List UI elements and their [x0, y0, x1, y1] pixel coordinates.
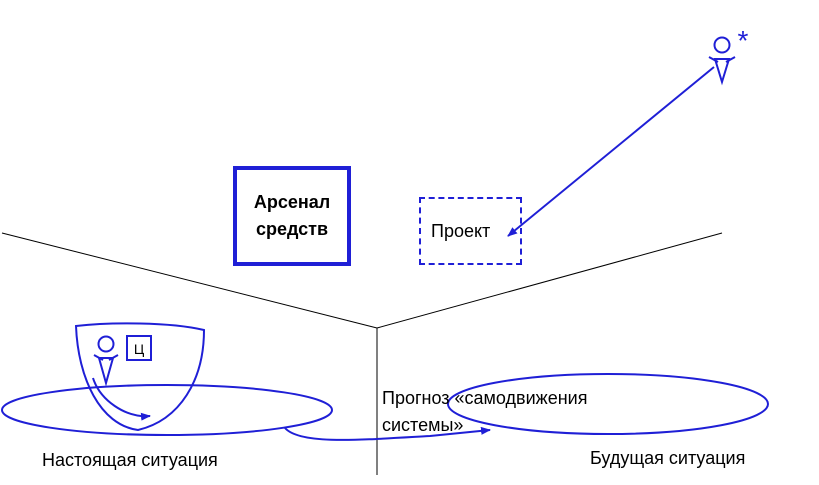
present-situation-ellipse [1, 384, 333, 436]
goal-mark-label: Ц [134, 341, 145, 357]
right-plane-line [376, 232, 723, 329]
inner-curved-arrow [92, 377, 151, 421]
goal-mark-box [126, 335, 152, 361]
star-icon: * [738, 25, 749, 56]
present-situation-label: Настоящая ситуация [42, 450, 218, 470]
project-label: Проект [431, 220, 491, 241]
project-box: Проект [419, 197, 522, 265]
future-situation-label: Будущая ситуация [590, 448, 746, 468]
person-icon [708, 36, 736, 86]
goal-cup-shape [74, 322, 206, 432]
left-plane-line [1, 232, 378, 329]
forecast-label: Прогноз «самодвижения системы» [382, 388, 588, 435]
project-arrow [507, 66, 715, 237]
future-situation-ellipse [447, 373, 769, 435]
person-icon [93, 335, 119, 387]
arsenal-label: Арсенал средств [253, 192, 331, 239]
arsenal-box: Арсенал средств [233, 166, 351, 266]
forecast-arrow [284, 426, 491, 441]
